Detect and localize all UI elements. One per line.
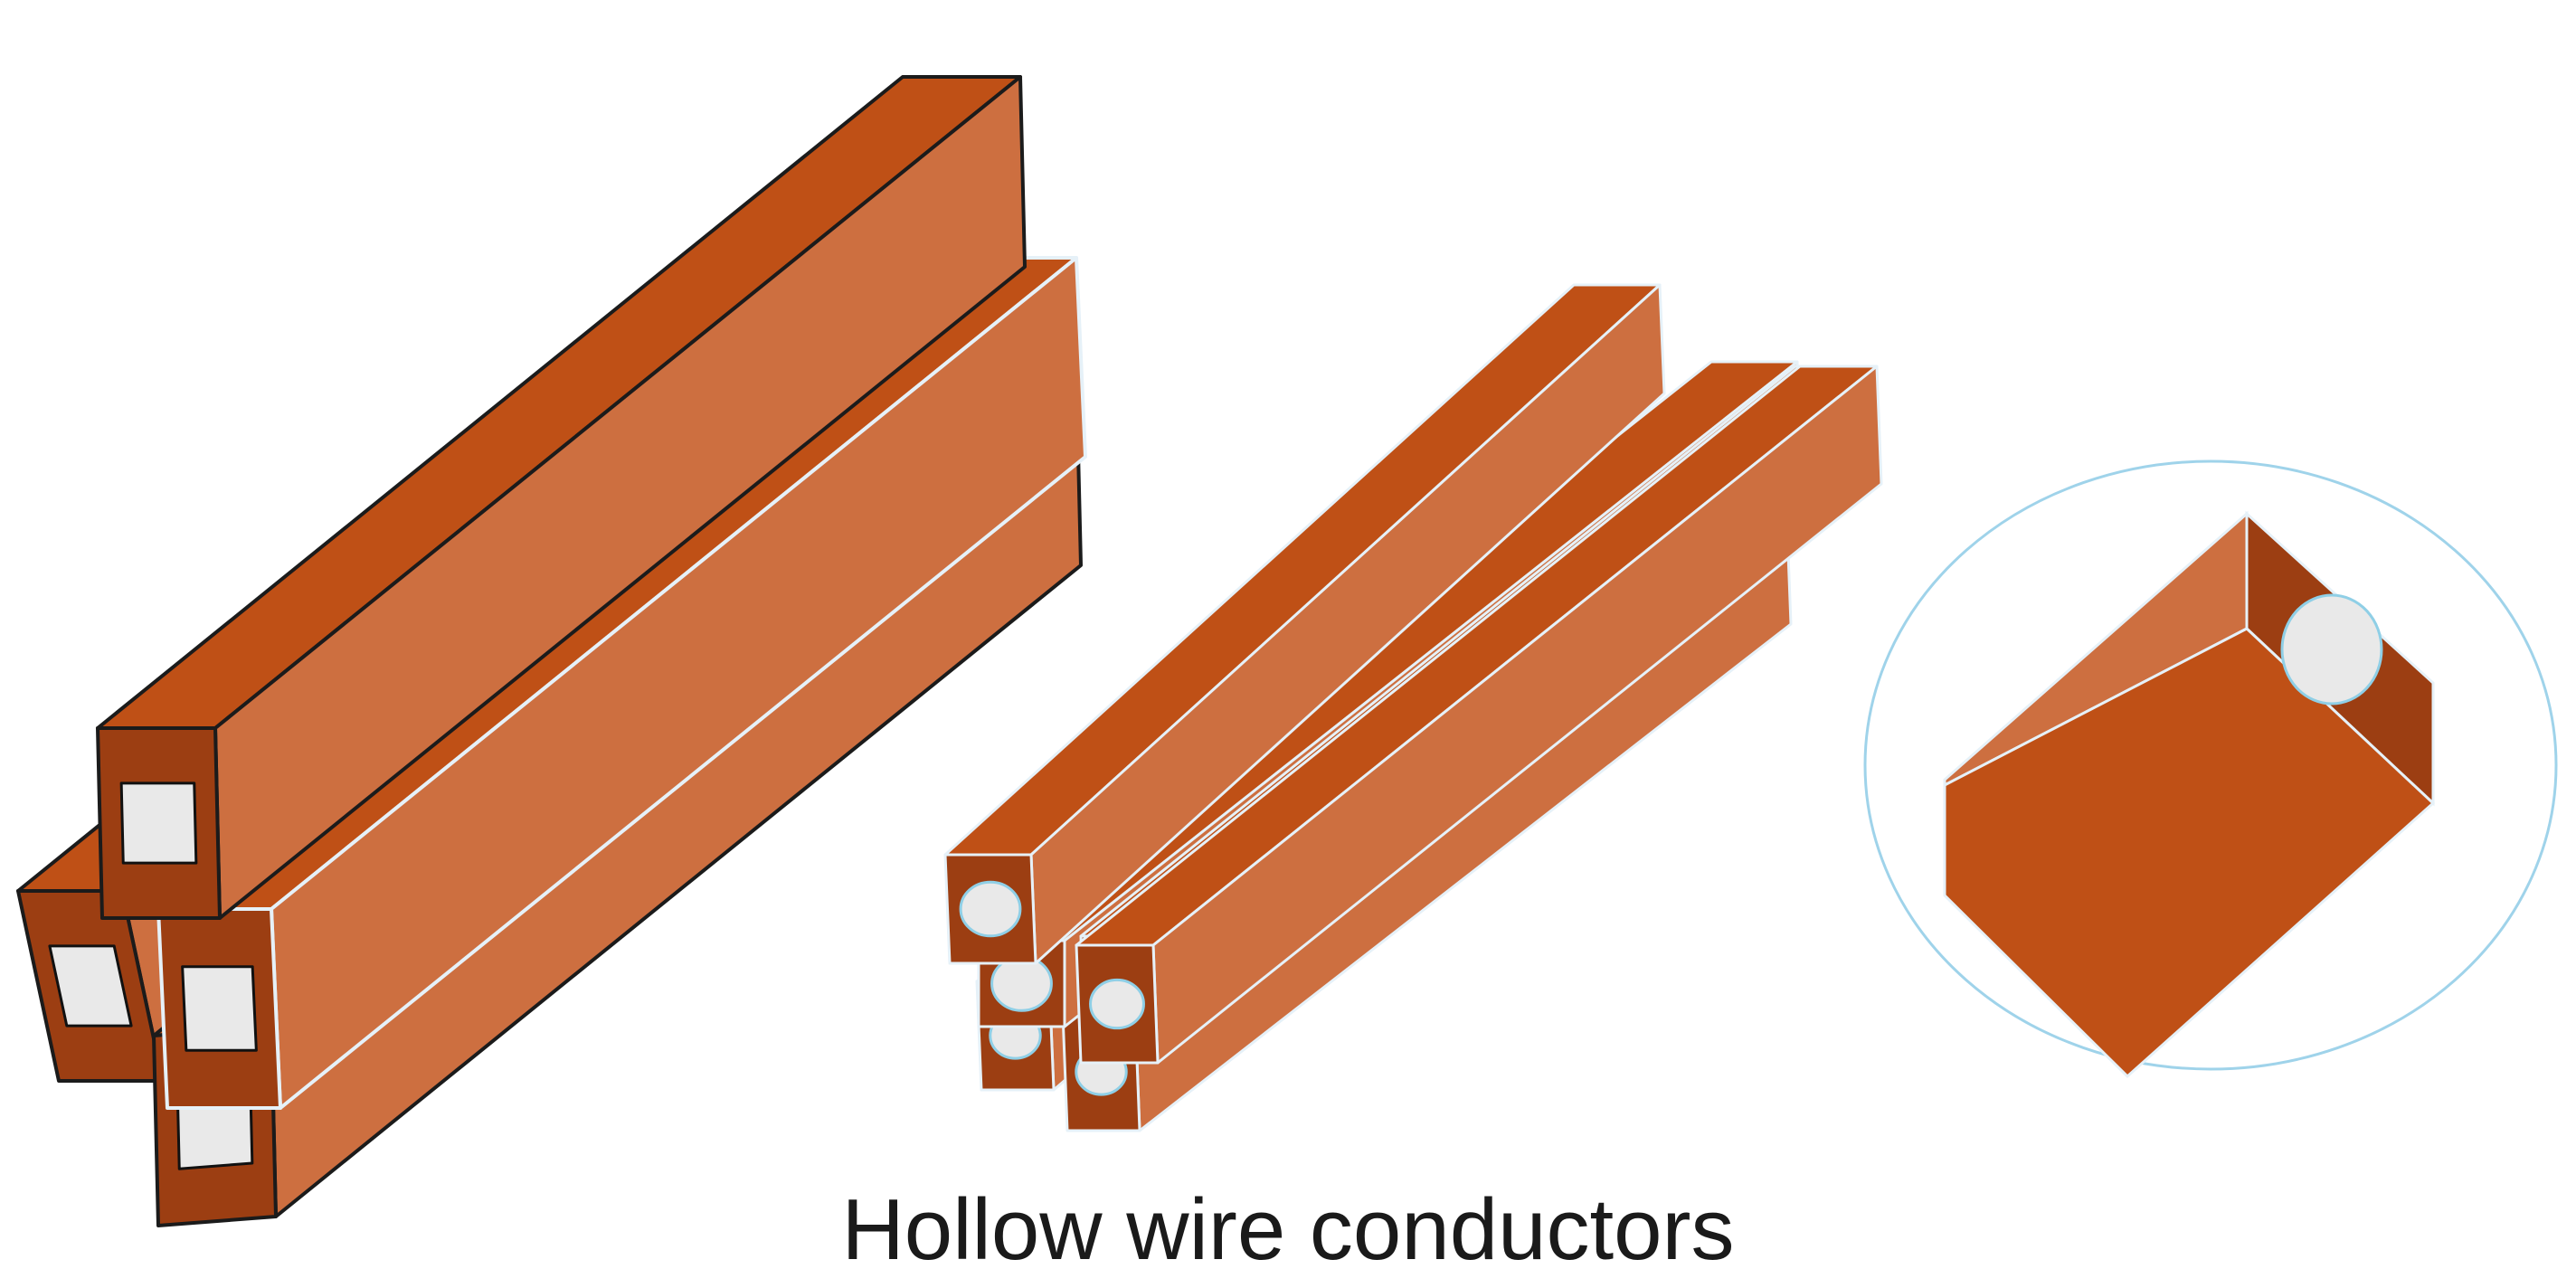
- strand-6: [1075, 365, 1883, 1065]
- circular-hole: [1089, 978, 1145, 1030]
- rectangular-hole: [181, 965, 258, 1052]
- strand-5: [943, 283, 1666, 965]
- circular-hole: [2280, 593, 2383, 706]
- figure-caption: Hollow wire conductors: [841, 1181, 1735, 1278]
- top-face: [1943, 627, 2436, 1079]
- single-strand: [1943, 510, 2436, 1079]
- rectangular-hole: [48, 944, 133, 1028]
- circular-hollow-bundle: [943, 283, 1883, 1132]
- rectangular-hollow-bundle: [16, 75, 1087, 1227]
- rectangular-hole: [119, 781, 198, 865]
- single-strand-detail: [1863, 459, 2558, 1079]
- conductor-top: [96, 75, 1027, 920]
- detail-circle: [1863, 459, 2558, 1071]
- circular-hole: [959, 880, 1022, 938]
- circular-hole: [990, 955, 1053, 1012]
